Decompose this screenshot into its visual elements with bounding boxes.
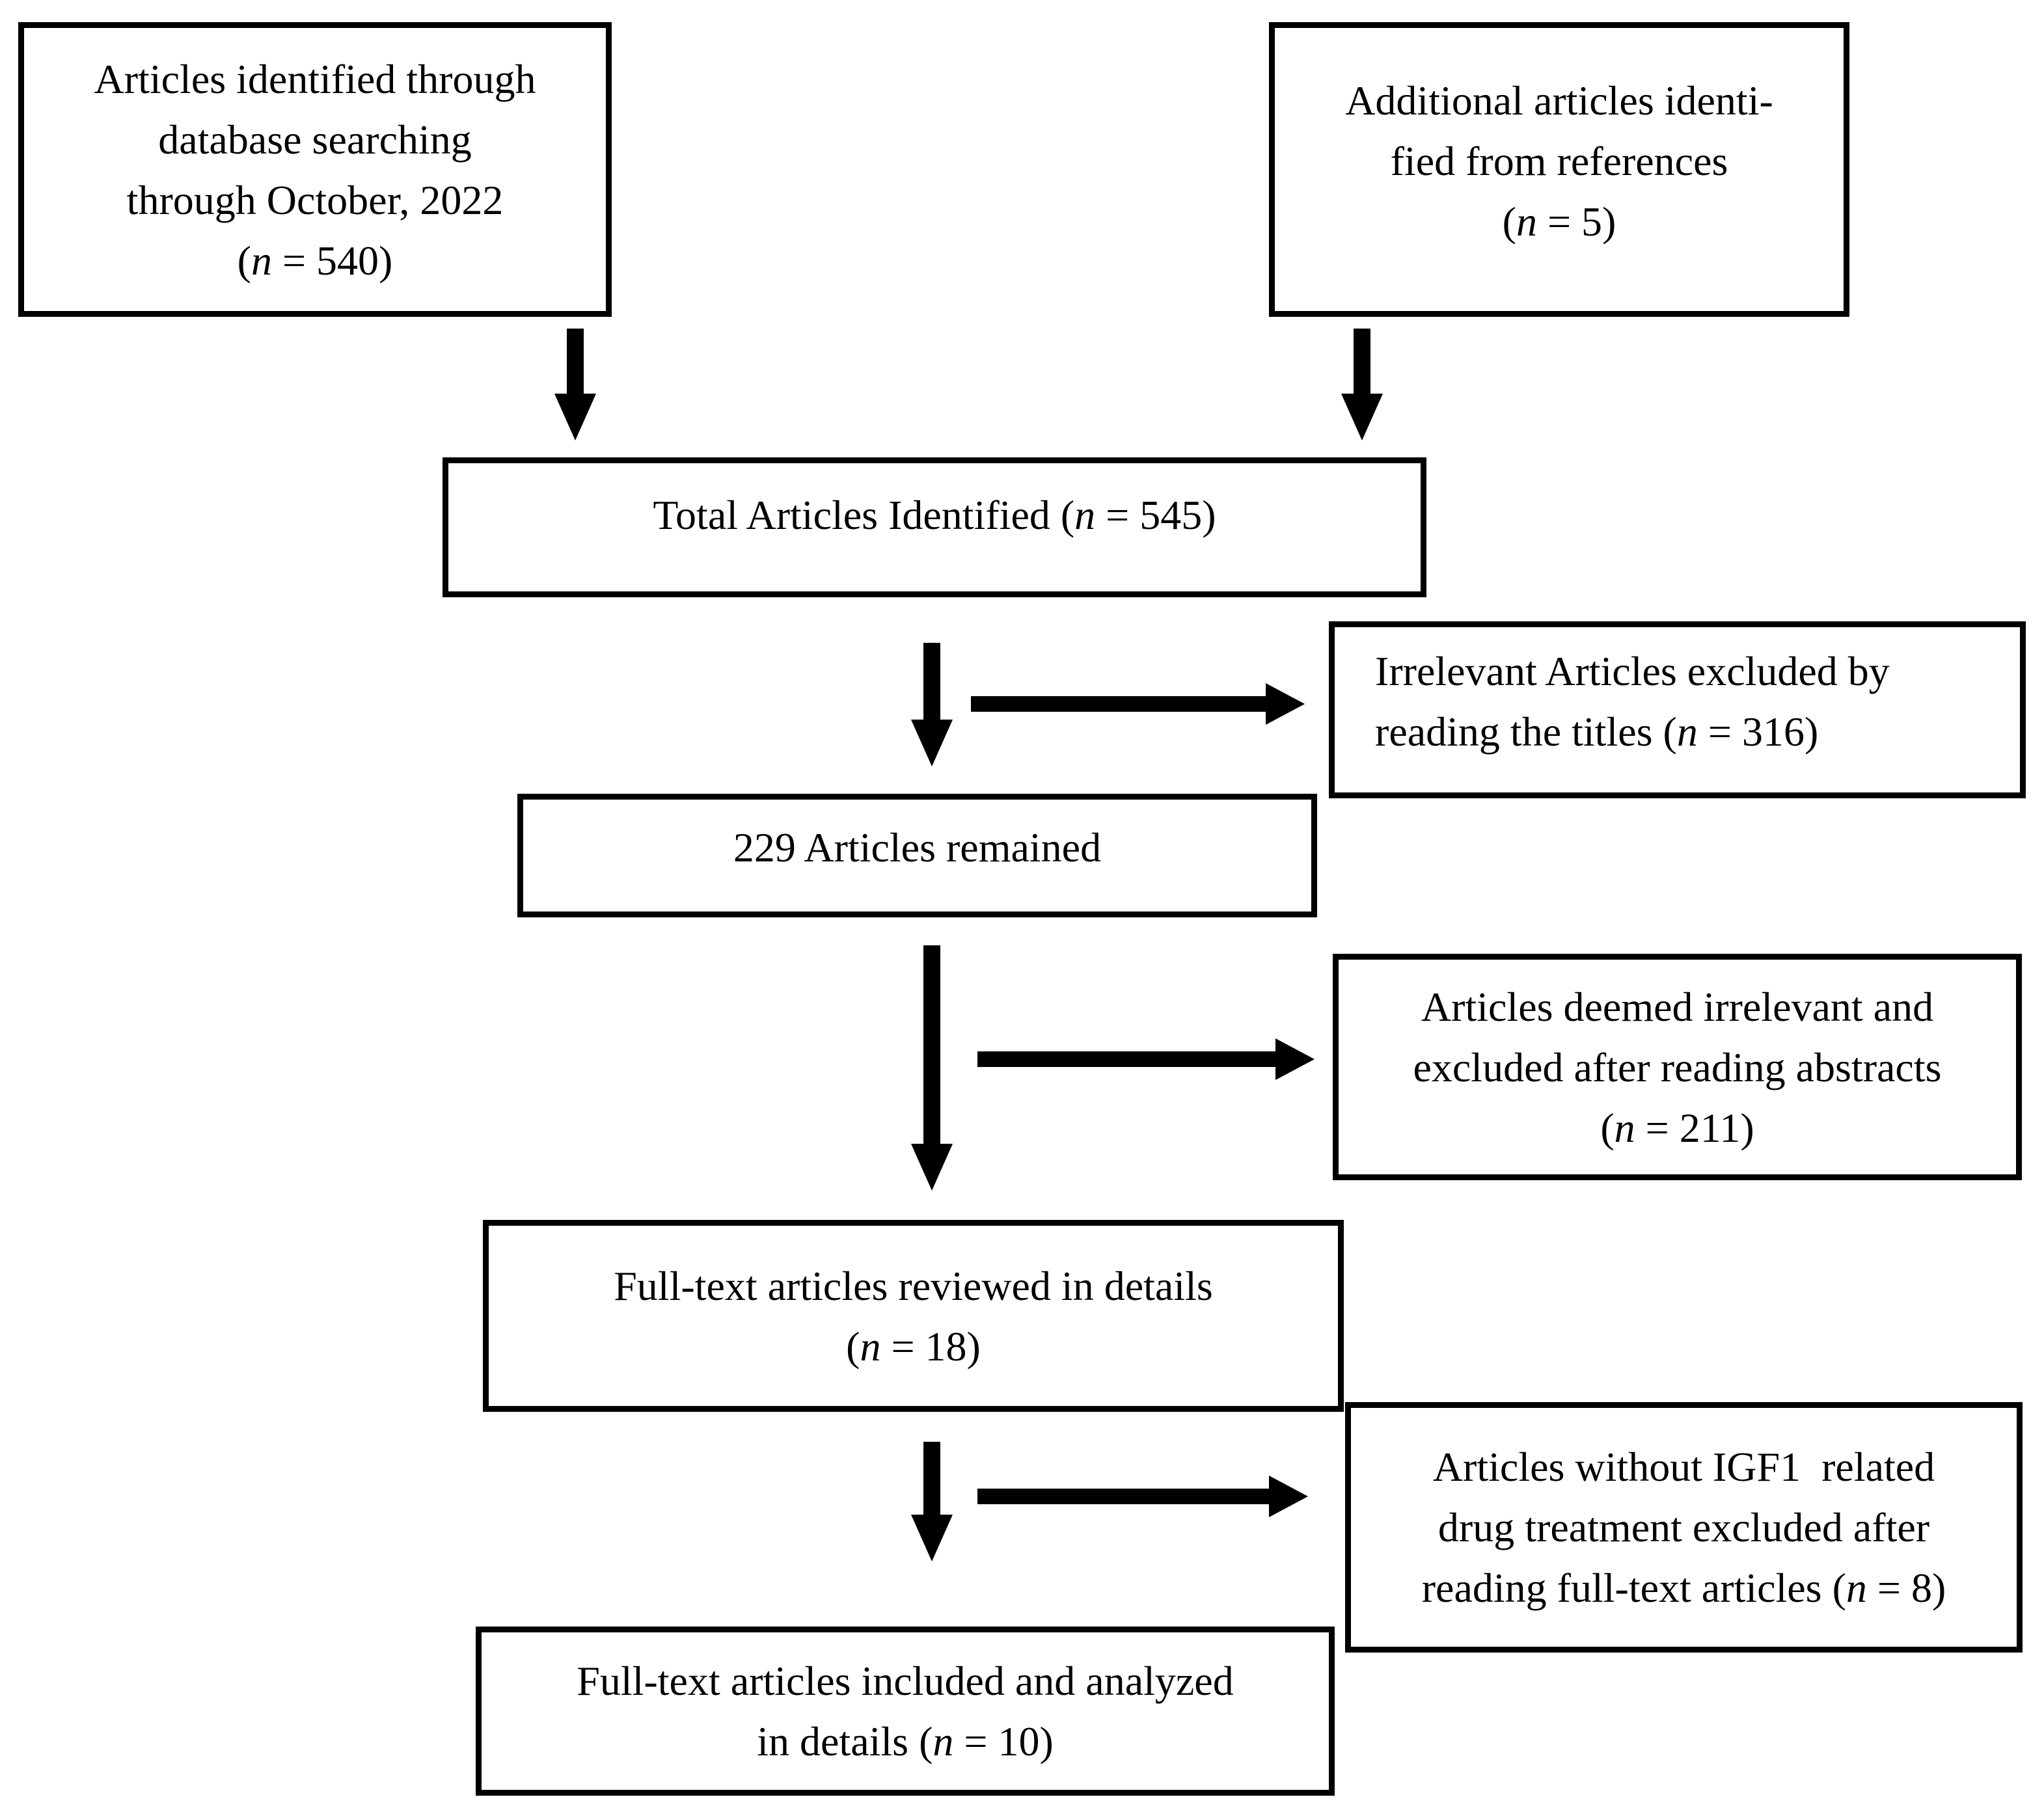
text-line: in details (n = 10) [757, 1718, 1054, 1764]
text-line: Articles identified through [94, 55, 536, 102]
arrow-head [911, 1144, 953, 1191]
arrow-head [911, 720, 953, 766]
text-line: through October, 2022 [126, 176, 504, 223]
arrow-right-reviewed-to-excluded-fulltext [977, 1476, 1308, 1517]
text-line: Full-text articles included and analyzed [577, 1658, 1234, 1704]
arrow-head [554, 394, 596, 440]
box-articles-identified-database: Articles identified through database sea… [18, 22, 612, 317]
arrow-down-total-to-remained [911, 643, 953, 766]
text-line: reading full-text articles (n = 8) [1421, 1565, 1946, 1611]
arrow-head [1275, 1038, 1315, 1080]
text-line: Total Articles Identified (n = 545) [653, 492, 1216, 538]
arrow-right-remained-to-excluded-abstracts [977, 1038, 1315, 1080]
box-irrelevant-articles-excluded-titles: Irrelevant Articles excluded by reading … [1329, 621, 2026, 798]
box-additional-articles-references: Additional articles identi- fied from re… [1269, 22, 1849, 317]
box-articles-excluded-abstracts: Articles deemed irrelevant and excluded … [1333, 954, 2022, 1180]
text-line: Full-text articles reviewed in details [614, 1262, 1213, 1309]
text-line: Irrelevant Articles excluded by [1375, 648, 1890, 694]
arrow-shaft [977, 1489, 1273, 1504]
text-line: (n = 540) [237, 237, 393, 284]
box-articles-excluded-fulltext: Articles without IGF1 related drug treat… [1345, 1402, 2023, 1653]
arrow-right-total-to-excluded-titles [971, 683, 1305, 725]
arrow-shaft [971, 696, 1270, 712]
text-line: reading the titles (n = 316) [1375, 709, 1819, 755]
arrow-down-remained-to-reviewed [911, 945, 953, 1191]
arrow-down-identified-to-total [554, 329, 596, 440]
text-line: database searching [158, 116, 472, 163]
box-fulltext-articles-included: Full-text articles included and analyzed… [476, 1627, 1335, 1796]
arrow-shaft [567, 329, 584, 403]
arrow-shaft [923, 643, 940, 729]
arrow-down-reviewed-to-included [911, 1442, 953, 1561]
box-articles-remained: 229 Articles remained [517, 794, 1317, 917]
arrow-down-references-to-total [1341, 329, 1383, 440]
arrow-head [1266, 683, 1305, 725]
text-line: Additional articles identi- [1345, 77, 1773, 124]
text-line: (n = 211) [1600, 1104, 1754, 1151]
arrow-shaft [1354, 329, 1370, 403]
arrow-shaft [977, 1051, 1279, 1067]
text-line: Articles without IGF1 related [1432, 1444, 1935, 1490]
arrow-shaft [923, 945, 940, 1153]
box-fulltext-articles-reviewed: Full-text articles reviewed in details (… [483, 1220, 1344, 1412]
arrow-head [1269, 1476, 1308, 1517]
text-line: excluded after reading abstracts [1413, 1044, 1942, 1090]
arrow-head [1341, 394, 1383, 440]
text-line: (n = 18) [846, 1323, 981, 1370]
text-line: (n = 5) [1502, 198, 1616, 245]
box-total-articles-identified: Total Articles Identified (n = 545) [443, 457, 1426, 597]
arrow-shaft [923, 1442, 940, 1524]
text-line: Articles deemed irrelevant and [1421, 983, 1934, 1030]
arrow-head [911, 1515, 953, 1561]
text-line: drug treatment excluded after [1438, 1504, 1930, 1550]
text-line: 229 Articles remained [733, 824, 1102, 871]
text-line: fied from references [1390, 138, 1728, 184]
